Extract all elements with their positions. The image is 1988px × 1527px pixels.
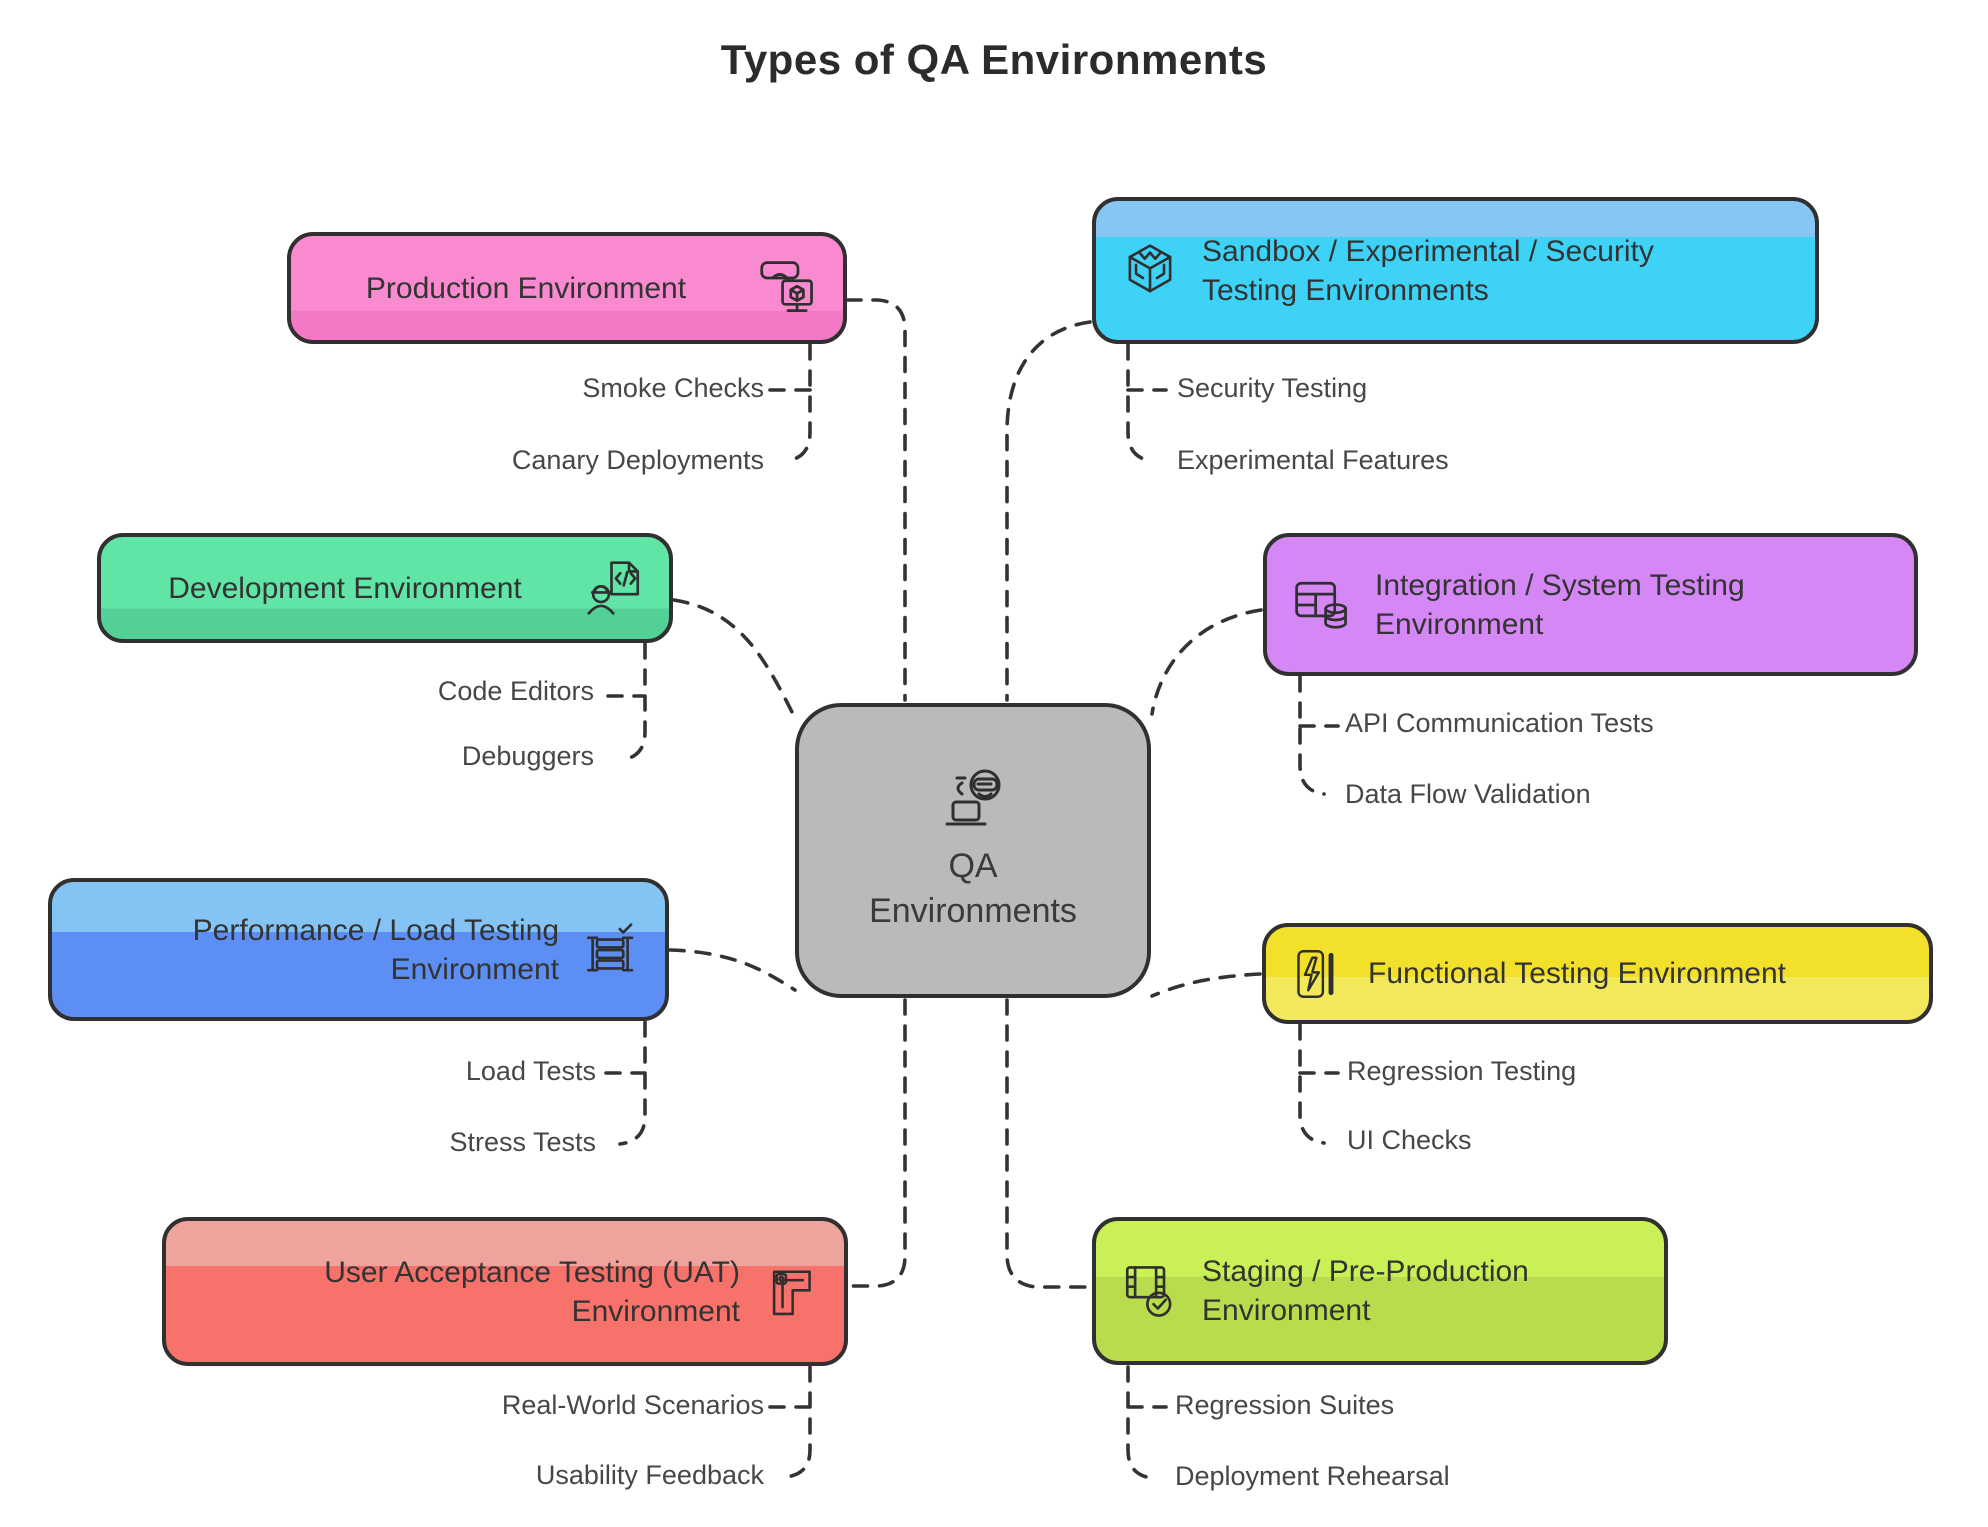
subitem-usability-feedback: Usability Feedback [535, 1460, 764, 1490]
node-performance-label-line2: Environment [390, 952, 559, 986]
node-uat-label: User Acceptance Testing (UAT) Environmen… [324, 1253, 740, 1331]
node-integration-label-line1: Integration / System Testing [1375, 568, 1745, 602]
node-development-label: Development Environment [168, 571, 522, 605]
connector-performance-center [668, 948, 797, 992]
page-title: Types of QA Environments [720, 36, 1268, 83]
subitem-canary-deployments: Canary Deployments [511, 445, 764, 475]
subitem-deployment-rehearsal: Deployment Rehearsal [1175, 1461, 1450, 1491]
node-sandbox: Sandbox / Experimental / Security Testin… [1092, 197, 1819, 344]
engineer-code-file-icon [587, 561, 640, 615]
node-integration-label: Integration / System Testing Environment [1375, 566, 1745, 644]
node-staging-label-line1: Staging / Pre-Production [1202, 1255, 1529, 1288]
connector-center-staging [1005, 998, 1094, 1289]
subitem-debuggers: Debuggers [461, 741, 594, 771]
connector-sandbox-center [1005, 320, 1092, 702]
table-database-icon [1295, 581, 1347, 629]
connector-integration-center [1150, 608, 1263, 716]
connector-development-items [606, 642, 647, 762]
connector-staging-items [1126, 1365, 1168, 1480]
connector-functional-items [1298, 1023, 1340, 1145]
connector-production-center [845, 298, 907, 702]
node-integration-label-line2: Environment [1375, 607, 1544, 641]
film-check-icon [1125, 1266, 1172, 1317]
node-functional: Functional Testing Environment [1262, 923, 1933, 1024]
center-label-line2: Environments [869, 891, 1077, 930]
connector-development-center [672, 598, 795, 716]
node-staging: Staging / Pre-Production Environment [1092, 1217, 1668, 1365]
node-production: Production Environment [287, 232, 847, 344]
corner-route-icon [772, 1269, 811, 1315]
subitem-experimental-features: Experimental Features [1177, 445, 1449, 475]
node-development: Development Environment [97, 533, 673, 643]
connector-center-uat [847, 998, 907, 1288]
subitem-data-flow-validation: Data Flow Validation [1345, 779, 1591, 809]
subitem-real-world-scenarios: Real-World Scenarios [501, 1390, 764, 1420]
connector-production-items [768, 343, 812, 463]
node-performance: Performance / Load Testing Environment [48, 878, 669, 1021]
connector-uat-items [768, 1365, 812, 1479]
subitem-stress-tests: Stress Tests [449, 1127, 596, 1157]
node-staging-label: Staging / Pre-Production Environment [1202, 1252, 1529, 1330]
node-integration: Integration / System Testing Environment [1263, 533, 1918, 676]
subitem-load-tests: Load Tests [465, 1056, 596, 1086]
vr-headset-laptop-icon [945, 769, 1001, 825]
subitem-ui-checks: UI Checks [1347, 1125, 1472, 1155]
subitem-regression-suites: Regression Suites [1175, 1390, 1395, 1420]
phone-bolt-icon [1297, 949, 1334, 998]
subitem-code-editors: Code Editors [437, 676, 594, 706]
connector-sandbox-items [1126, 343, 1168, 463]
node-sandbox-label: Sandbox / Experimental / Security Testin… [1202, 232, 1654, 310]
server-press-check-icon [586, 922, 634, 971]
node-uat-label-line1: User Acceptance Testing (UAT) [324, 1255, 740, 1289]
cube-3d-icon [1128, 243, 1172, 292]
center-label-line1: QA [948, 846, 998, 885]
node-functional-label: Functional Testing Environment [1368, 957, 1787, 990]
connector-performance-items [604, 1020, 647, 1146]
node-uat: User Acceptance Testing (UAT) Environmen… [162, 1217, 848, 1366]
node-performance-label-line1: Performance / Load Testing [192, 913, 559, 947]
subitem-regression-testing: Regression Testing [1347, 1056, 1577, 1086]
subitem-security-testing: Security Testing [1177, 373, 1368, 403]
vr-goggles-monitor-icon [760, 261, 813, 313]
node-uat-label-line2: Environment [571, 1294, 740, 1328]
connector-functional-center [1150, 972, 1262, 998]
subitem-api-communication-tests: API Communication Tests [1345, 708, 1654, 738]
connector-integration-items [1298, 675, 1340, 796]
node-staging-label-line2: Environment [1202, 1294, 1371, 1327]
node-production-label: Production Environment [365, 271, 687, 305]
node-performance-label: Performance / Load Testing Environment [193, 911, 559, 989]
node-sandbox-label-line2: Testing Environments [1202, 273, 1489, 307]
node-qa-environments: QA Environments [795, 703, 1151, 998]
subitem-smoke-checks: Smoke Checks [582, 373, 764, 403]
node-sandbox-label-line1: Sandbox / Experimental / Security [1202, 234, 1654, 268]
